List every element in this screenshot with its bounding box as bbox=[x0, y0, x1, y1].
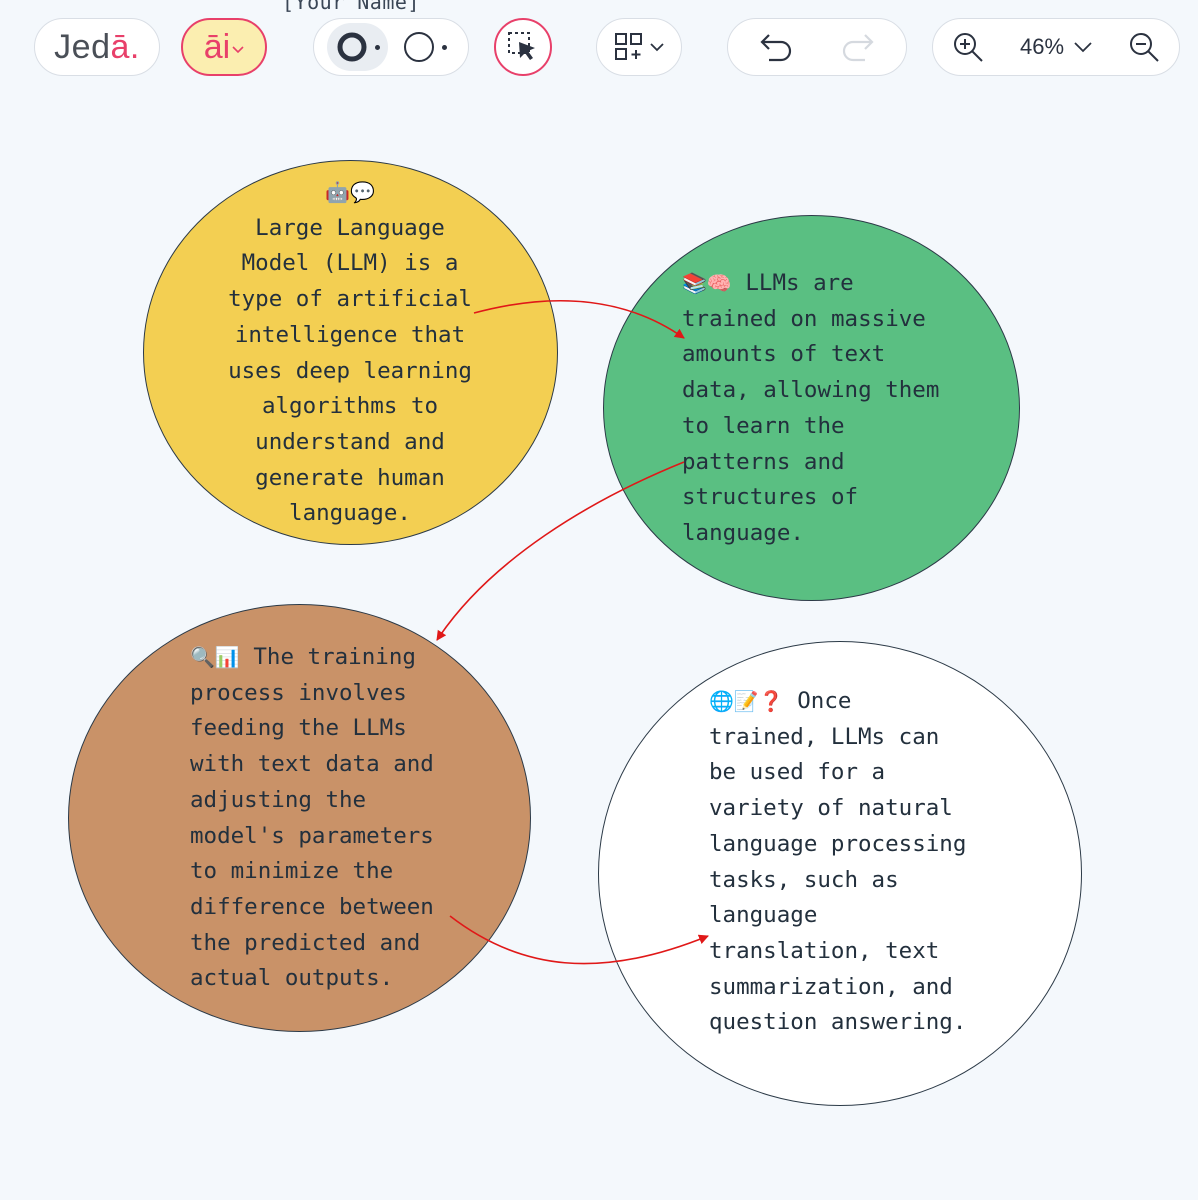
node-text: 📚🧠 LLMs are trained on massive amounts o… bbox=[682, 266, 972, 552]
thin-circle-icon bbox=[404, 32, 434, 62]
books-brain-emoji-icon: 📚🧠 bbox=[682, 271, 732, 295]
thick-stroke-option[interactable] bbox=[327, 23, 388, 71]
grid-add-icon bbox=[615, 33, 642, 60]
node-text: 🔍📊 The training process involves feeding… bbox=[190, 640, 450, 997]
board-title[interactable]: [Your Name] bbox=[282, 0, 420, 14]
thick-circle-icon bbox=[337, 32, 367, 62]
zoom-in-icon[interactable] bbox=[951, 30, 985, 64]
zoom-level-value: 46% bbox=[1019, 34, 1065, 59]
node-text: 🌐📝❓ Once trained, LLMs can be used for a… bbox=[709, 684, 989, 1041]
mind-map-node-applications[interactable] bbox=[598, 641, 1082, 1106]
node-body: LLMs are trained on massive amounts of t… bbox=[682, 270, 940, 546]
zoom-group: 46% bbox=[932, 18, 1180, 76]
node-body: Large Language Model (LLM) is a type of … bbox=[228, 214, 472, 527]
logo-button[interactable]: Jedā. bbox=[34, 18, 160, 76]
chevron-down-icon bbox=[1074, 41, 1092, 52]
robot-speech-emoji-icon: 🤖💬 bbox=[325, 180, 375, 204]
undo-icon[interactable] bbox=[757, 32, 793, 62]
stroke-dot-icon bbox=[375, 44, 380, 50]
ai-label: āi bbox=[203, 27, 231, 66]
node-body: Once trained, LLMs can be used for a var… bbox=[709, 688, 967, 1036]
globe-memo-question-emoji-icon: 🌐📝❓ bbox=[709, 689, 784, 713]
select-tool-button[interactable] bbox=[494, 18, 552, 76]
chevron-down-icon bbox=[650, 43, 664, 52]
node-text: 🤖💬 Large Language Model (LLM) is a type … bbox=[225, 175, 475, 532]
chevron-down-icon bbox=[232, 42, 244, 58]
magnifier-chart-emoji-icon: 🔍📊 bbox=[190, 645, 240, 669]
selection-cursor-icon bbox=[508, 32, 535, 60]
thin-stroke-option[interactable] bbox=[394, 30, 455, 64]
jeda-logo: Jedā. bbox=[54, 28, 140, 67]
node-body: The training process involves feeding th… bbox=[190, 644, 434, 992]
logo-accent: ā. bbox=[110, 27, 140, 66]
logo-main: Jed bbox=[54, 27, 111, 66]
stroke-style-group bbox=[313, 18, 469, 76]
ai-menu-button[interactable]: āi bbox=[181, 18, 267, 76]
frames-menu-button[interactable] bbox=[596, 18, 682, 76]
zoom-out-icon[interactable] bbox=[1127, 30, 1161, 64]
history-group bbox=[727, 18, 907, 76]
zoom-level-dropdown[interactable]: 46% bbox=[1020, 34, 1092, 60]
stroke-dot-icon bbox=[442, 44, 447, 50]
redo-icon[interactable] bbox=[841, 32, 877, 62]
